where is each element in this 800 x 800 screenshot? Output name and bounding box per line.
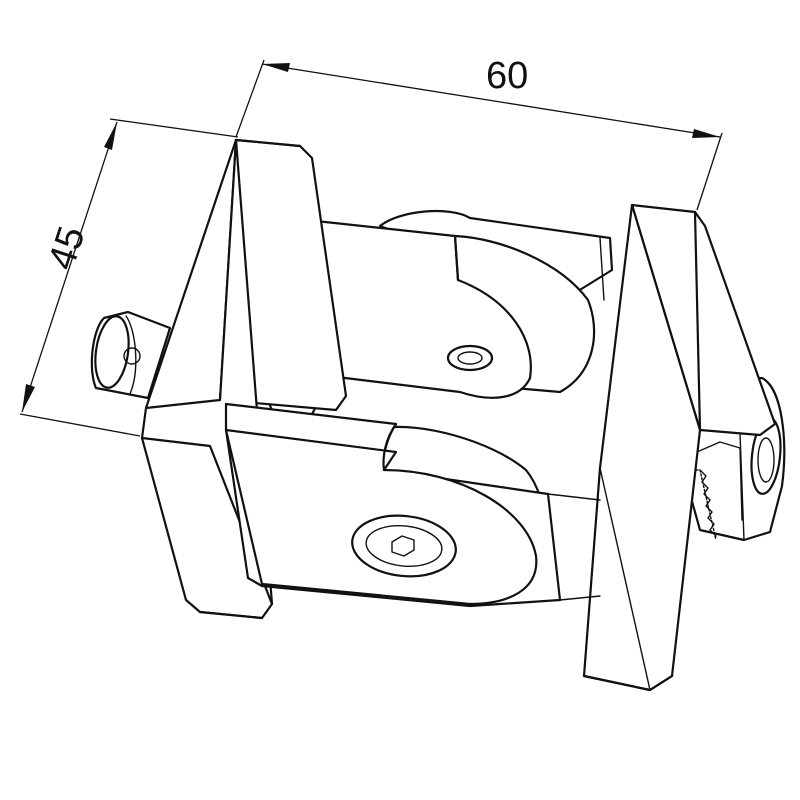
extension-line-top	[109, 118, 239, 138]
arrowhead-left	[262, 63, 290, 72]
arrowhead-top	[104, 122, 117, 150]
hex-socket-icon	[391, 535, 415, 557]
left-end-plate	[140, 138, 348, 620]
upper-screw-icon	[446, 344, 494, 372]
left-pin	[90, 310, 172, 400]
t-nut-bore-icon	[757, 437, 775, 483]
extension-line-bottom	[19, 413, 141, 437]
extension-line-left	[235, 59, 265, 138]
pin-hole-icon	[123, 347, 141, 365]
width-dimension-label: 60	[486, 55, 528, 97]
extension-line-right	[696, 132, 723, 211]
dimension-line-width	[261, 63, 721, 138]
arrowhead-bottom	[22, 384, 35, 412]
dimension-width: 60	[235, 55, 723, 211]
right-end-plate	[582, 203, 777, 692]
upper-hinge	[286, 209, 614, 399]
lower-hinge	[224, 402, 601, 608]
dimension-line-height	[21, 121, 118, 413]
lower-screw-head-icon	[351, 514, 457, 578]
height-dimension-label: 45	[41, 222, 94, 275]
arrowhead-right	[692, 129, 720, 138]
